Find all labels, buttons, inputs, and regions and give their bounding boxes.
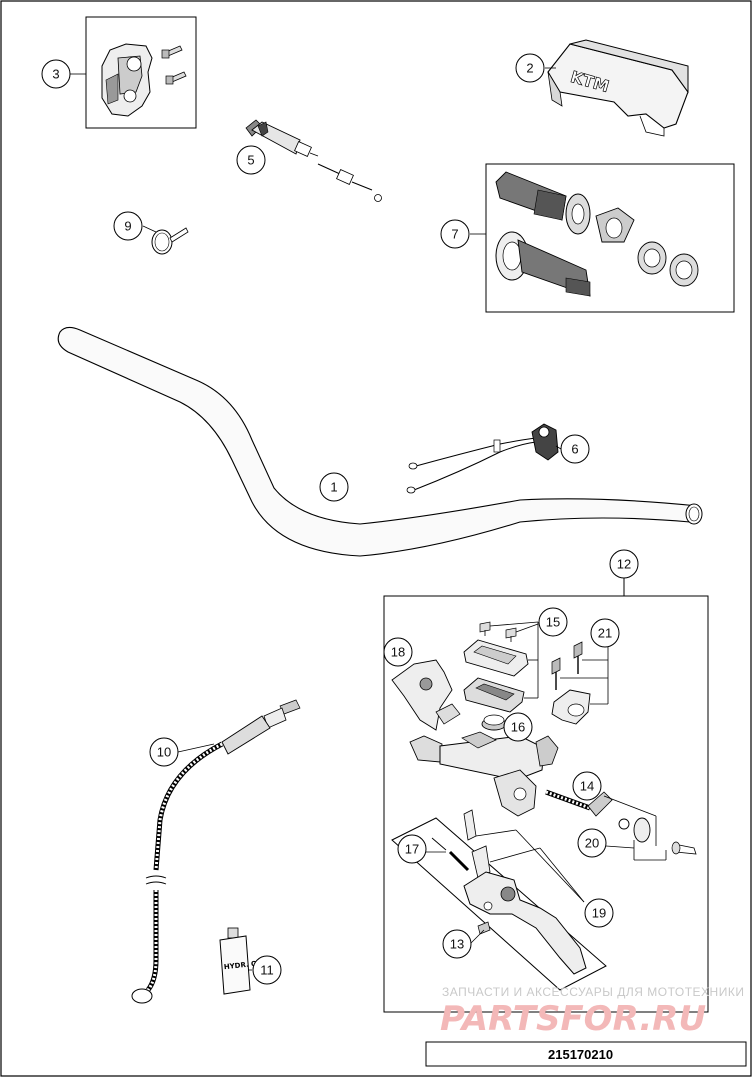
callout-leader [142, 225, 157, 233]
part-number-box [425, 1041, 747, 1067]
callout-clamp[interactable]: 21 [590, 618, 620, 648]
callout-leader [177, 743, 215, 753]
throttle-cable-part[interactable] [245, 119, 382, 202]
callout-number: 1 [330, 480, 337, 495]
callout-circle [560, 434, 590, 464]
clutch-master-cylinder-box [383, 576, 709, 1013]
callout-circle [572, 771, 602, 801]
callout-13-leaders [469, 929, 485, 945]
callout-banjo-bolt[interactable]: 16 [503, 712, 533, 742]
part-number: 215170210 [548, 1047, 613, 1062]
adjusting-screw-part[interactable] [545, 789, 613, 817]
callout-19-leaders [475, 829, 585, 903]
callout-clutch-lever[interactable]: 13 [442, 929, 472, 959]
callout-kill-switch[interactable]: 6 [555, 434, 590, 464]
banjo-bolt-part[interactable] [481, 714, 507, 731]
clutch-lever-part[interactable] [463, 871, 587, 975]
callout-circle [442, 929, 472, 959]
callout-leader [605, 845, 635, 849]
callout-circle [538, 607, 568, 637]
callout-grip-set[interactable]: 7 [440, 219, 486, 249]
callout-leader [555, 445, 562, 450]
callout-number: 9 [124, 219, 131, 234]
callout-circle [149, 737, 179, 767]
callout-circle [252, 955, 282, 985]
handlebar-part[interactable] [57, 326, 703, 557]
callout-handlebar-pad[interactable]: 2 [515, 53, 556, 83]
callout-20-leaders [633, 840, 667, 861]
callout-cable-tie[interactable]: 9 [113, 211, 157, 241]
callout-circle [319, 472, 349, 502]
callout-adjusting-screw[interactable]: 14 [572, 771, 602, 801]
callout-number: 3 [52, 67, 59, 82]
callout-circle [113, 211, 143, 241]
clutch-line-part[interactable] [131, 699, 301, 1004]
callout-14-leaders [603, 795, 657, 846]
throttle-housing-part[interactable] [85, 16, 197, 129]
callout-number: 18 [391, 645, 405, 660]
callout-number: 19 [592, 906, 606, 921]
callout-clutch-master-cylinder[interactable]: 12 [609, 549, 639, 579]
callout-piston-boot[interactable]: 20 [577, 828, 635, 858]
callout-number: 2 [526, 61, 533, 76]
callout-hydraulic-oil[interactable]: 11 [248, 955, 282, 985]
callout-number: 10 [157, 745, 171, 760]
callout-circle [41, 59, 71, 89]
callout-number: 17 [405, 842, 419, 857]
callout-throttle-housing[interactable]: 3 [41, 59, 86, 89]
callout-throttle-cable[interactable]: 5 [236, 145, 266, 175]
callout-circle [584, 898, 614, 928]
callout-number: 5 [247, 153, 254, 168]
watermark-caption: ЗАПЧАСТИ И АКСЕССУАРЫ ДЛЯ МОТОТЕХНИКИ [442, 985, 744, 999]
master-cylinder-body-part[interactable] [409, 731, 559, 817]
callout-lever-pivot[interactable]: 19 [584, 898, 614, 928]
callout-circle [590, 618, 620, 648]
callout-number: 14 [580, 779, 594, 794]
callout-number: 15 [546, 615, 560, 630]
callout-15-leaders [489, 621, 539, 699]
reservoir-cover-part[interactable] [463, 621, 529, 713]
kill-switch-part[interactable] [406, 423, 559, 494]
grip-set-part[interactable] [485, 163, 735, 313]
callout-number: 20 [585, 836, 599, 851]
callout-21-leaders [560, 636, 609, 705]
callout-number: 6 [571, 442, 578, 457]
piston-boot-part[interactable] [618, 817, 697, 855]
handlebar-pad-part[interactable]: KTM [547, 39, 689, 137]
lever-subassembly-box [391, 817, 607, 991]
clamp-part[interactable] [551, 641, 591, 725]
callout-circle [609, 549, 639, 579]
callout-number: 11 [260, 963, 274, 978]
callout-circle [383, 637, 413, 667]
callout-number: 13 [450, 937, 464, 952]
watermark-logo: PARTSFOR.RU [440, 999, 706, 1039]
callout-circle [503, 712, 533, 742]
callout-reservoir-cover[interactable]: 15 [538, 607, 568, 637]
callout-circle [577, 828, 607, 858]
callout-circle [236, 145, 266, 175]
callout-number: 16 [511, 720, 525, 735]
callout-circle [440, 219, 470, 249]
callout-lever-spring[interactable]: 17 [397, 834, 427, 864]
lever-pivot-part[interactable] [463, 809, 491, 879]
lever-guard-part[interactable] [391, 659, 461, 731]
callout-number: 12 [617, 557, 631, 572]
callout-circle [515, 53, 545, 83]
cable-tie-part[interactable] [151, 227, 189, 255]
lever-spring-part[interactable] [431, 837, 470, 872]
callout-number: 7 [451, 227, 458, 242]
callout-number: 21 [598, 626, 612, 641]
callout-circle [397, 834, 427, 864]
callout-clutch-line[interactable]: 10 [149, 737, 215, 767]
callout-handlebar[interactable]: 1 [319, 472, 349, 502]
callout-lever-guard[interactable]: 18 [383, 637, 413, 667]
